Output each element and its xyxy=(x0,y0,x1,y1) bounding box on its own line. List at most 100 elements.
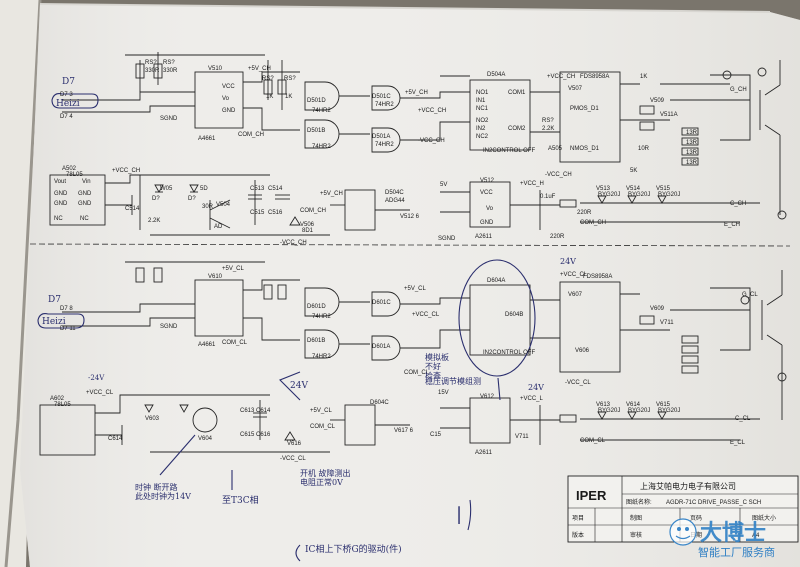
tb-row2-c: A4 xyxy=(752,533,760,539)
net-g-ch: G_CH xyxy=(730,87,747,93)
reg-a502-pn: 78L05 xyxy=(66,172,83,178)
gate-d601d: D601D xyxy=(307,304,326,310)
r-rs2: RS? xyxy=(163,60,175,66)
r-rs3: RS? xyxy=(262,76,274,82)
r-rs1-value: 330R xyxy=(145,68,160,74)
r-220-top: 220R xyxy=(550,234,565,240)
net-in2control-top: IN2CONTROL OFF xyxy=(483,148,535,154)
d-v614: V614 xyxy=(626,402,641,408)
r-13r-1: 13R xyxy=(686,130,698,136)
v506-value: 8D1 xyxy=(302,228,314,234)
net-com-ch-2: COM_CH xyxy=(300,208,326,214)
v507: V507 xyxy=(568,86,583,92)
cap-c516: C516 xyxy=(268,210,283,216)
hw-note-3: 时钟 断开路此处时钟为14V xyxy=(135,482,191,501)
pin-vo: Vo xyxy=(222,96,230,102)
tb-row1-c: 图纸大小 xyxy=(752,514,776,522)
reg-pin-vin: Vin xyxy=(82,179,91,185)
gate-d501b: D501B xyxy=(307,128,325,134)
net-e-cl: E_CL xyxy=(730,440,746,446)
r-rs2-value: 330R xyxy=(163,68,178,74)
drawing-name: AGDR-71C DRIVE_PASSE_C SCH xyxy=(666,500,761,506)
mos-nmos-top: NMOS_D1 xyxy=(570,146,600,152)
net-mvcc-cl-2: -VCC_CL xyxy=(280,456,306,462)
r-rs4-value: 1K xyxy=(285,94,292,100)
cap-c614: C614 xyxy=(256,408,271,414)
gate-d501a-pn: 74HR2 xyxy=(375,142,394,148)
net-com-cl-4: COM_CL xyxy=(580,438,606,444)
tb-row1-b: 页码 xyxy=(690,514,702,522)
cap-c613: C613 xyxy=(240,408,255,414)
sw-d504a: D504A xyxy=(487,72,505,78)
tb-row2-a: 审核 xyxy=(630,531,642,539)
opto-v610: V610 xyxy=(208,274,223,280)
pin-gnd: GND xyxy=(222,108,236,114)
net-mvcc-ch: -VCC_CH xyxy=(418,138,445,144)
v512-pn: A2611 xyxy=(475,234,493,240)
opto-v610-pn: A4661 xyxy=(198,342,216,348)
v511a: V511A xyxy=(660,112,678,118)
handwritten-annotations: D7 Heizi D7 Heizi 模拟板不好检查 稳压调节模组测 24V 24… xyxy=(42,77,576,555)
d-byg-2: BYG20J xyxy=(628,192,650,198)
reg-pin-gnd4: GND xyxy=(78,201,92,207)
r-gate-value-top: 2.2K xyxy=(542,126,554,132)
v506: V506 xyxy=(300,222,315,228)
sw-d604c: D604C xyxy=(370,400,389,406)
reg-a602: A602 xyxy=(50,396,65,402)
net-sgnd-top-2: SGND xyxy=(438,236,456,242)
d-byg-1: BYG20J xyxy=(598,192,620,198)
v604: V604 xyxy=(198,436,213,442)
r-10r-top: 10R xyxy=(638,146,650,152)
net-vcc-cl: +VCC_CL xyxy=(412,312,440,318)
gate-d601b-pn: 74HR2 xyxy=(312,354,331,360)
zener-a-value: W05 xyxy=(160,186,173,192)
drawing-name-label: 图纸名称: xyxy=(626,498,652,506)
cap-c614-left: C614 xyxy=(108,436,123,442)
sw-d604a: D604A xyxy=(487,278,505,284)
net-mvcc-ch-4: -VCC_CH xyxy=(545,172,572,178)
tr-v504: V504 xyxy=(216,202,231,208)
wiring-top xyxy=(49,52,787,236)
v512-vo: Vo xyxy=(486,206,494,212)
reg-a602-pn: 78L05 xyxy=(54,402,71,408)
mos-pmos-top: PMOS_D1 xyxy=(570,106,599,112)
r-13r-3: 13R xyxy=(686,150,698,156)
labels-top: D7 3 D7 4 RS? 330R RS? 330R V510 A4661 V… xyxy=(54,60,747,246)
tr-v504-value: AD xyxy=(214,224,223,230)
net-sgnd-bottom: SGND xyxy=(160,324,178,330)
d-v515: V515 xyxy=(656,186,671,192)
hw-d7-bottom: D7 xyxy=(48,295,61,305)
d-v513: V513 xyxy=(596,186,611,192)
v512-gnd: GND xyxy=(480,220,494,226)
reg-pin-gnd2: GND xyxy=(78,191,92,197)
v612-pn: A2611 xyxy=(475,450,493,456)
net-d7-4: D7 4 xyxy=(60,114,73,120)
opto-v510-pn: A4661 xyxy=(198,136,216,142)
hw-circle-sub: 稳压调节模组测 xyxy=(425,376,481,386)
chip-fds8958a-top: FDS8958A xyxy=(580,74,609,80)
hw-circle-note: 模拟板不好检查 xyxy=(425,352,449,380)
net-in2control-bottom: IN2CONTROL OFF xyxy=(483,350,535,356)
sw-pin-in1: IN1 xyxy=(476,98,486,104)
hw-heizi-bottom: Heizi xyxy=(42,317,66,327)
r-gate-top: RS? xyxy=(542,118,554,124)
hw-24v: 24V xyxy=(290,381,308,391)
net-5v: 5V xyxy=(440,182,447,188)
tr-v606: V606 xyxy=(575,348,590,354)
hw-side-mark: | xyxy=(456,504,462,525)
net-c-ch: C_CH xyxy=(730,201,746,207)
hw-note-4: IC相上下桥G的驱动(件) xyxy=(305,543,402,555)
gate-d601a: D601A xyxy=(372,344,390,350)
r-1k-top: 1K xyxy=(640,74,647,80)
company-name: 上海艾帕电力电子有限公司 xyxy=(640,481,736,491)
net-5v-ch-2: +5V_CH xyxy=(405,90,428,96)
d-v613: V613 xyxy=(596,402,611,408)
r-220-top-2: 220R xyxy=(577,210,592,216)
net-vcc-h: +VCC_H xyxy=(520,181,544,187)
gate-d601b: D601B xyxy=(307,338,325,344)
tb-row2-key: 版本 xyxy=(572,531,584,539)
sw-com1: COM1 xyxy=(508,90,526,96)
net-c-cl: C_CL xyxy=(735,416,751,422)
r-rs1: RS? xyxy=(145,60,157,66)
